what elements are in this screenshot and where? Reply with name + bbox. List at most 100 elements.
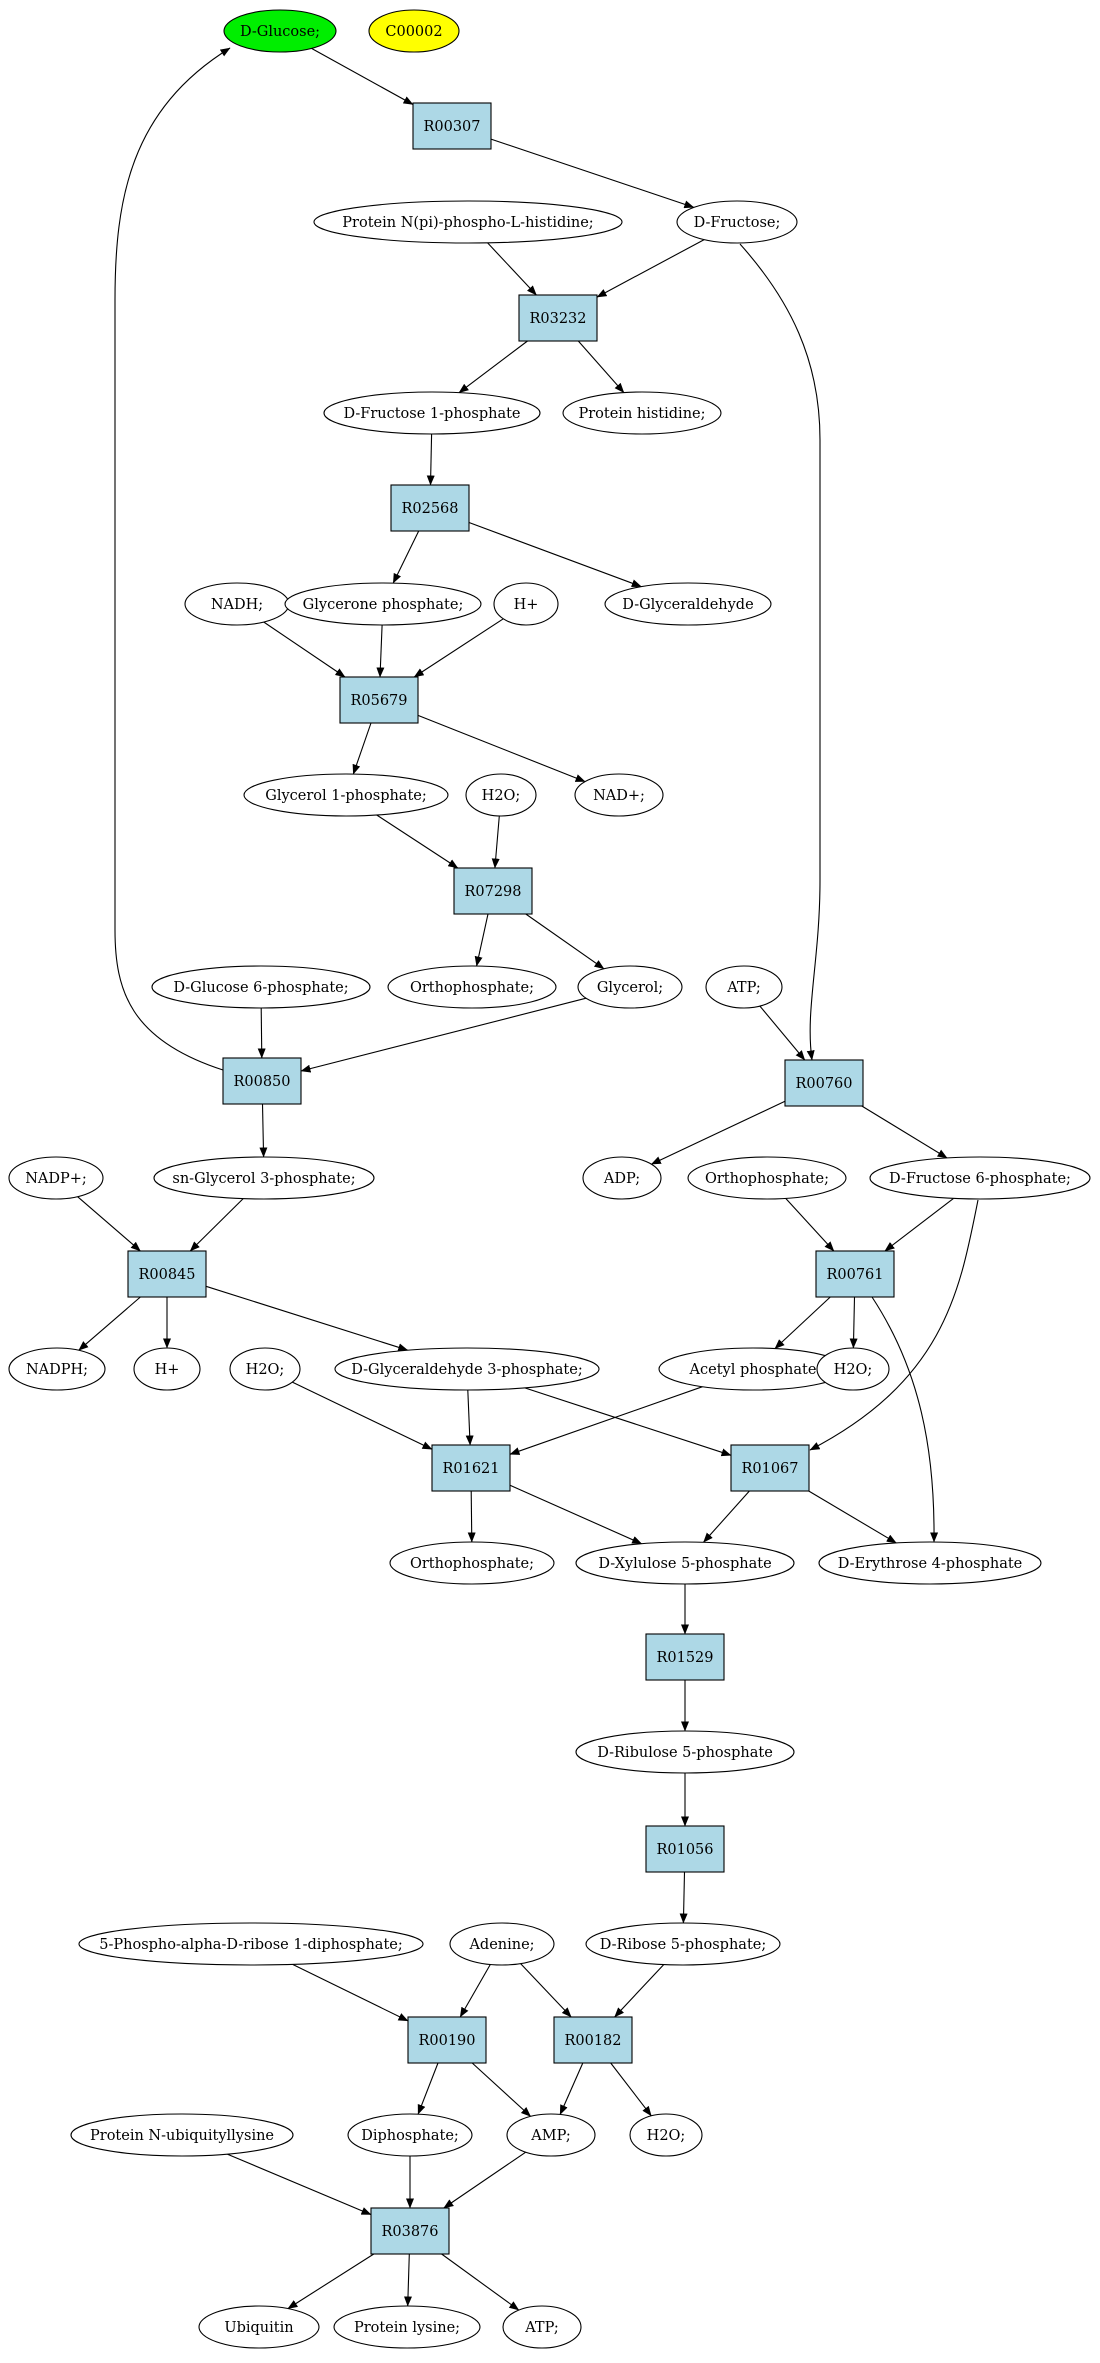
metabolite-ellipse xyxy=(585,1922,781,1966)
metabolite-node-h2o4[interactable]: H2O; xyxy=(629,2113,703,2157)
metabolite-node-glyp[interactable]: Glycerone phosphate; xyxy=(284,582,482,626)
edge-glyc-to-R00850 xyxy=(300,997,587,1073)
metabolite-node-pnu[interactable]: Protein N-ubiquityllysine xyxy=(70,2113,294,2157)
reaction-node-R01529[interactable]: R01529 xyxy=(645,1633,725,1681)
metabolite-label: H2O; xyxy=(246,1362,285,1378)
metabolite-node-nadp2[interactable]: NADP+; xyxy=(8,1156,104,1200)
edge-ade-to-R00190 xyxy=(459,1964,491,2018)
edge-nadp2-to-R00845 xyxy=(77,1196,141,1252)
metabolite-label: ADP; xyxy=(603,1171,640,1187)
metabolite-node-orth3[interactable]: Orthophosphate; xyxy=(389,1541,555,1585)
metabolite-node-plys[interactable]: Protein lysine; xyxy=(333,2305,481,2349)
reaction-node-R01621[interactable]: R01621 xyxy=(431,1444,511,1492)
metabolite-node-dip[interactable]: Diphosphate; xyxy=(347,2113,473,2157)
metabolite-node-atp2[interactable]: ATP; xyxy=(502,2305,582,2349)
edge-R03876-to-ubq xyxy=(287,2253,375,2310)
metabolite-node-ga3p[interactable]: D-Glyceraldehyde 3-phosphate; xyxy=(334,1347,600,1391)
reaction-box xyxy=(222,1057,302,1105)
metabolite-node-h2o1[interactable]: H2O; xyxy=(465,773,537,817)
metabolite-node-r5p[interactable]: D-Ribose 5-phosphate; xyxy=(585,1922,781,1966)
metabolite-node-adp[interactable]: ADP; xyxy=(582,1156,662,1200)
edge-R03232-to-f1p xyxy=(458,340,528,394)
metabolite-node-dga[interactable]: D-Glyceraldehyde xyxy=(604,582,772,626)
edge-ga3p-to-R01067 xyxy=(524,1387,732,1457)
metabolite-node-amp[interactable]: AMP; xyxy=(506,2113,596,2157)
metabolite-node-nadp1[interactable]: NAD+; xyxy=(574,773,664,817)
reaction-node-R02568[interactable]: R02568 xyxy=(390,484,470,532)
edge-R01067-to-x5p xyxy=(703,1490,750,1543)
reaction-node-R01067[interactable]: R01067 xyxy=(730,1444,810,1492)
metabolite-node-prpp[interactable]: 5-Phospho-alpha-D-ribose 1-diphosphate; xyxy=(78,1922,424,1966)
metabolite-node-orth1[interactable]: Orthophosphate; xyxy=(387,965,557,1009)
metabolite-node-ru5p[interactable]: D-Ribulose 5-phosphate xyxy=(575,1730,795,1774)
edge-R00761-to-e4p xyxy=(871,1296,939,1543)
metabolite-ellipse xyxy=(334,1347,600,1391)
edge-f6p-to-R00761 xyxy=(884,1197,954,1252)
metabolite-node-atp1[interactable]: ATP; xyxy=(705,965,783,1009)
edge-R01621-to-orth3 xyxy=(467,1490,476,1543)
metabolite-label: D-Glucose 6-phosphate; xyxy=(173,980,348,996)
edge-fru-to-R03232 xyxy=(596,239,705,298)
metabolite-node-g1p[interactable]: Glycerol 1-phosphate; xyxy=(243,773,449,817)
reaction-node-R00845[interactable]: R00845 xyxy=(127,1250,207,1298)
metabolite-label: Adenine; xyxy=(468,1937,534,1953)
metabolite-label: NADPH; xyxy=(26,1362,88,1378)
edge-glyp-to-R05679 xyxy=(376,624,385,678)
reaction-label: R01621 xyxy=(442,1461,499,1477)
metabolite-node-ubq[interactable]: Ubiquitin xyxy=(198,2305,320,2349)
edge-sng3p-to-R00845 xyxy=(189,1198,244,1252)
metabolite-node-nadh[interactable]: NADH; xyxy=(184,582,290,626)
metabolite-node-sng3p[interactable]: sn-Glycerol 3-phosphate; xyxy=(153,1156,375,1200)
edge-R00850-to-sng3p xyxy=(259,1103,268,1158)
edge-R03876-to-plys xyxy=(403,2253,412,2307)
edge-r5p-to-R00182 xyxy=(614,1964,665,2018)
edge-R03876-to-atp2 xyxy=(441,2253,520,2311)
edge-ga3p-to-R01621 xyxy=(465,1389,474,1446)
metabolite-node-orth2[interactable]: Orthophosphate; xyxy=(687,1156,847,1200)
metabolite-node-h2o3[interactable]: H2O; xyxy=(816,1347,890,1391)
metabolite-node-pnph[interactable]: Protein N(pi)-phospho-L-histidine; xyxy=(313,200,623,244)
metabolite-ellipse xyxy=(78,1922,424,1966)
reaction-node-R03232[interactable]: R03232 xyxy=(518,294,598,342)
edge-h2o2-to-R01621 xyxy=(292,1381,433,1450)
metabolite-ellipse xyxy=(70,2113,294,2157)
metabolite-ellipse xyxy=(705,965,783,1009)
metabolite-node-ade[interactable]: Adenine; xyxy=(449,1922,555,1966)
reaction-label: R01056 xyxy=(656,1842,713,1858)
metabolite-node-glyc[interactable]: Glycerol; xyxy=(577,965,683,1009)
edge-R00845-to-ga3p xyxy=(205,1285,409,1352)
metabolite-node-hp2[interactable]: H+ xyxy=(133,1347,201,1391)
metabolite-node-f6p[interactable]: D-Fructose 6-phosphate; xyxy=(869,1156,1091,1200)
metabolite-ellipse xyxy=(323,391,541,435)
reaction-node-R07298[interactable]: R07298 xyxy=(453,867,533,915)
metabolite-node-phis[interactable]: Protein histidine; xyxy=(562,391,722,435)
reaction-node-R00182[interactable]: R00182 xyxy=(553,2016,633,2064)
metabolite-label: NADP+; xyxy=(25,1171,87,1187)
edge-R00190-to-amp xyxy=(471,2062,531,2117)
edge-h2o1-to-R07298 xyxy=(491,815,500,869)
edge-f1p-to-R02568 xyxy=(426,433,435,486)
reaction-node-R01056[interactable]: R01056 xyxy=(645,1825,725,1873)
metabolite-node-c2[interactable]: C00002 xyxy=(368,9,460,53)
reaction-label: R07298 xyxy=(464,884,521,900)
metabolite-ellipse xyxy=(133,1347,201,1391)
reaction-node-R00307[interactable]: R00307 xyxy=(412,102,492,150)
reaction-node-R03876[interactable]: R03876 xyxy=(370,2207,450,2255)
reaction-node-R00760[interactable]: R00760 xyxy=(784,1059,864,1107)
reaction-node-R05679[interactable]: R05679 xyxy=(339,676,419,724)
metabolite-node-f1p[interactable]: D-Fructose 1-phosphate xyxy=(323,391,541,435)
metabolite-node-e4p[interactable]: D-Erythrose 4-phosphate xyxy=(818,1541,1042,1585)
edge-R00761-to-h2o3 xyxy=(849,1296,858,1349)
metabolite-node-glc[interactable]: D-Glucose; xyxy=(223,9,337,53)
metabolite-node-dg6p[interactable]: D-Glucose 6-phosphate; xyxy=(151,965,371,1009)
metabolite-node-nadph[interactable]: NADPH; xyxy=(8,1347,106,1391)
metabolite-node-h2o2[interactable]: H2O; xyxy=(229,1347,301,1391)
reaction-node-R00190[interactable]: R00190 xyxy=(407,2016,487,2064)
reaction-node-R00850[interactable]: R00850 xyxy=(222,1057,302,1105)
reaction-node-R00761[interactable]: R00761 xyxy=(815,1250,895,1298)
metabolite-node-hp1[interactable]: H+ xyxy=(493,582,559,626)
metabolite-node-x5p[interactable]: D-Xylulose 5-phosphate xyxy=(575,1541,795,1585)
edge-R05679-to-nadp1 xyxy=(417,714,586,783)
edge-R00760-to-adp xyxy=(650,1100,786,1165)
metabolite-node-fru[interactable]: D-Fructose; xyxy=(676,200,798,244)
